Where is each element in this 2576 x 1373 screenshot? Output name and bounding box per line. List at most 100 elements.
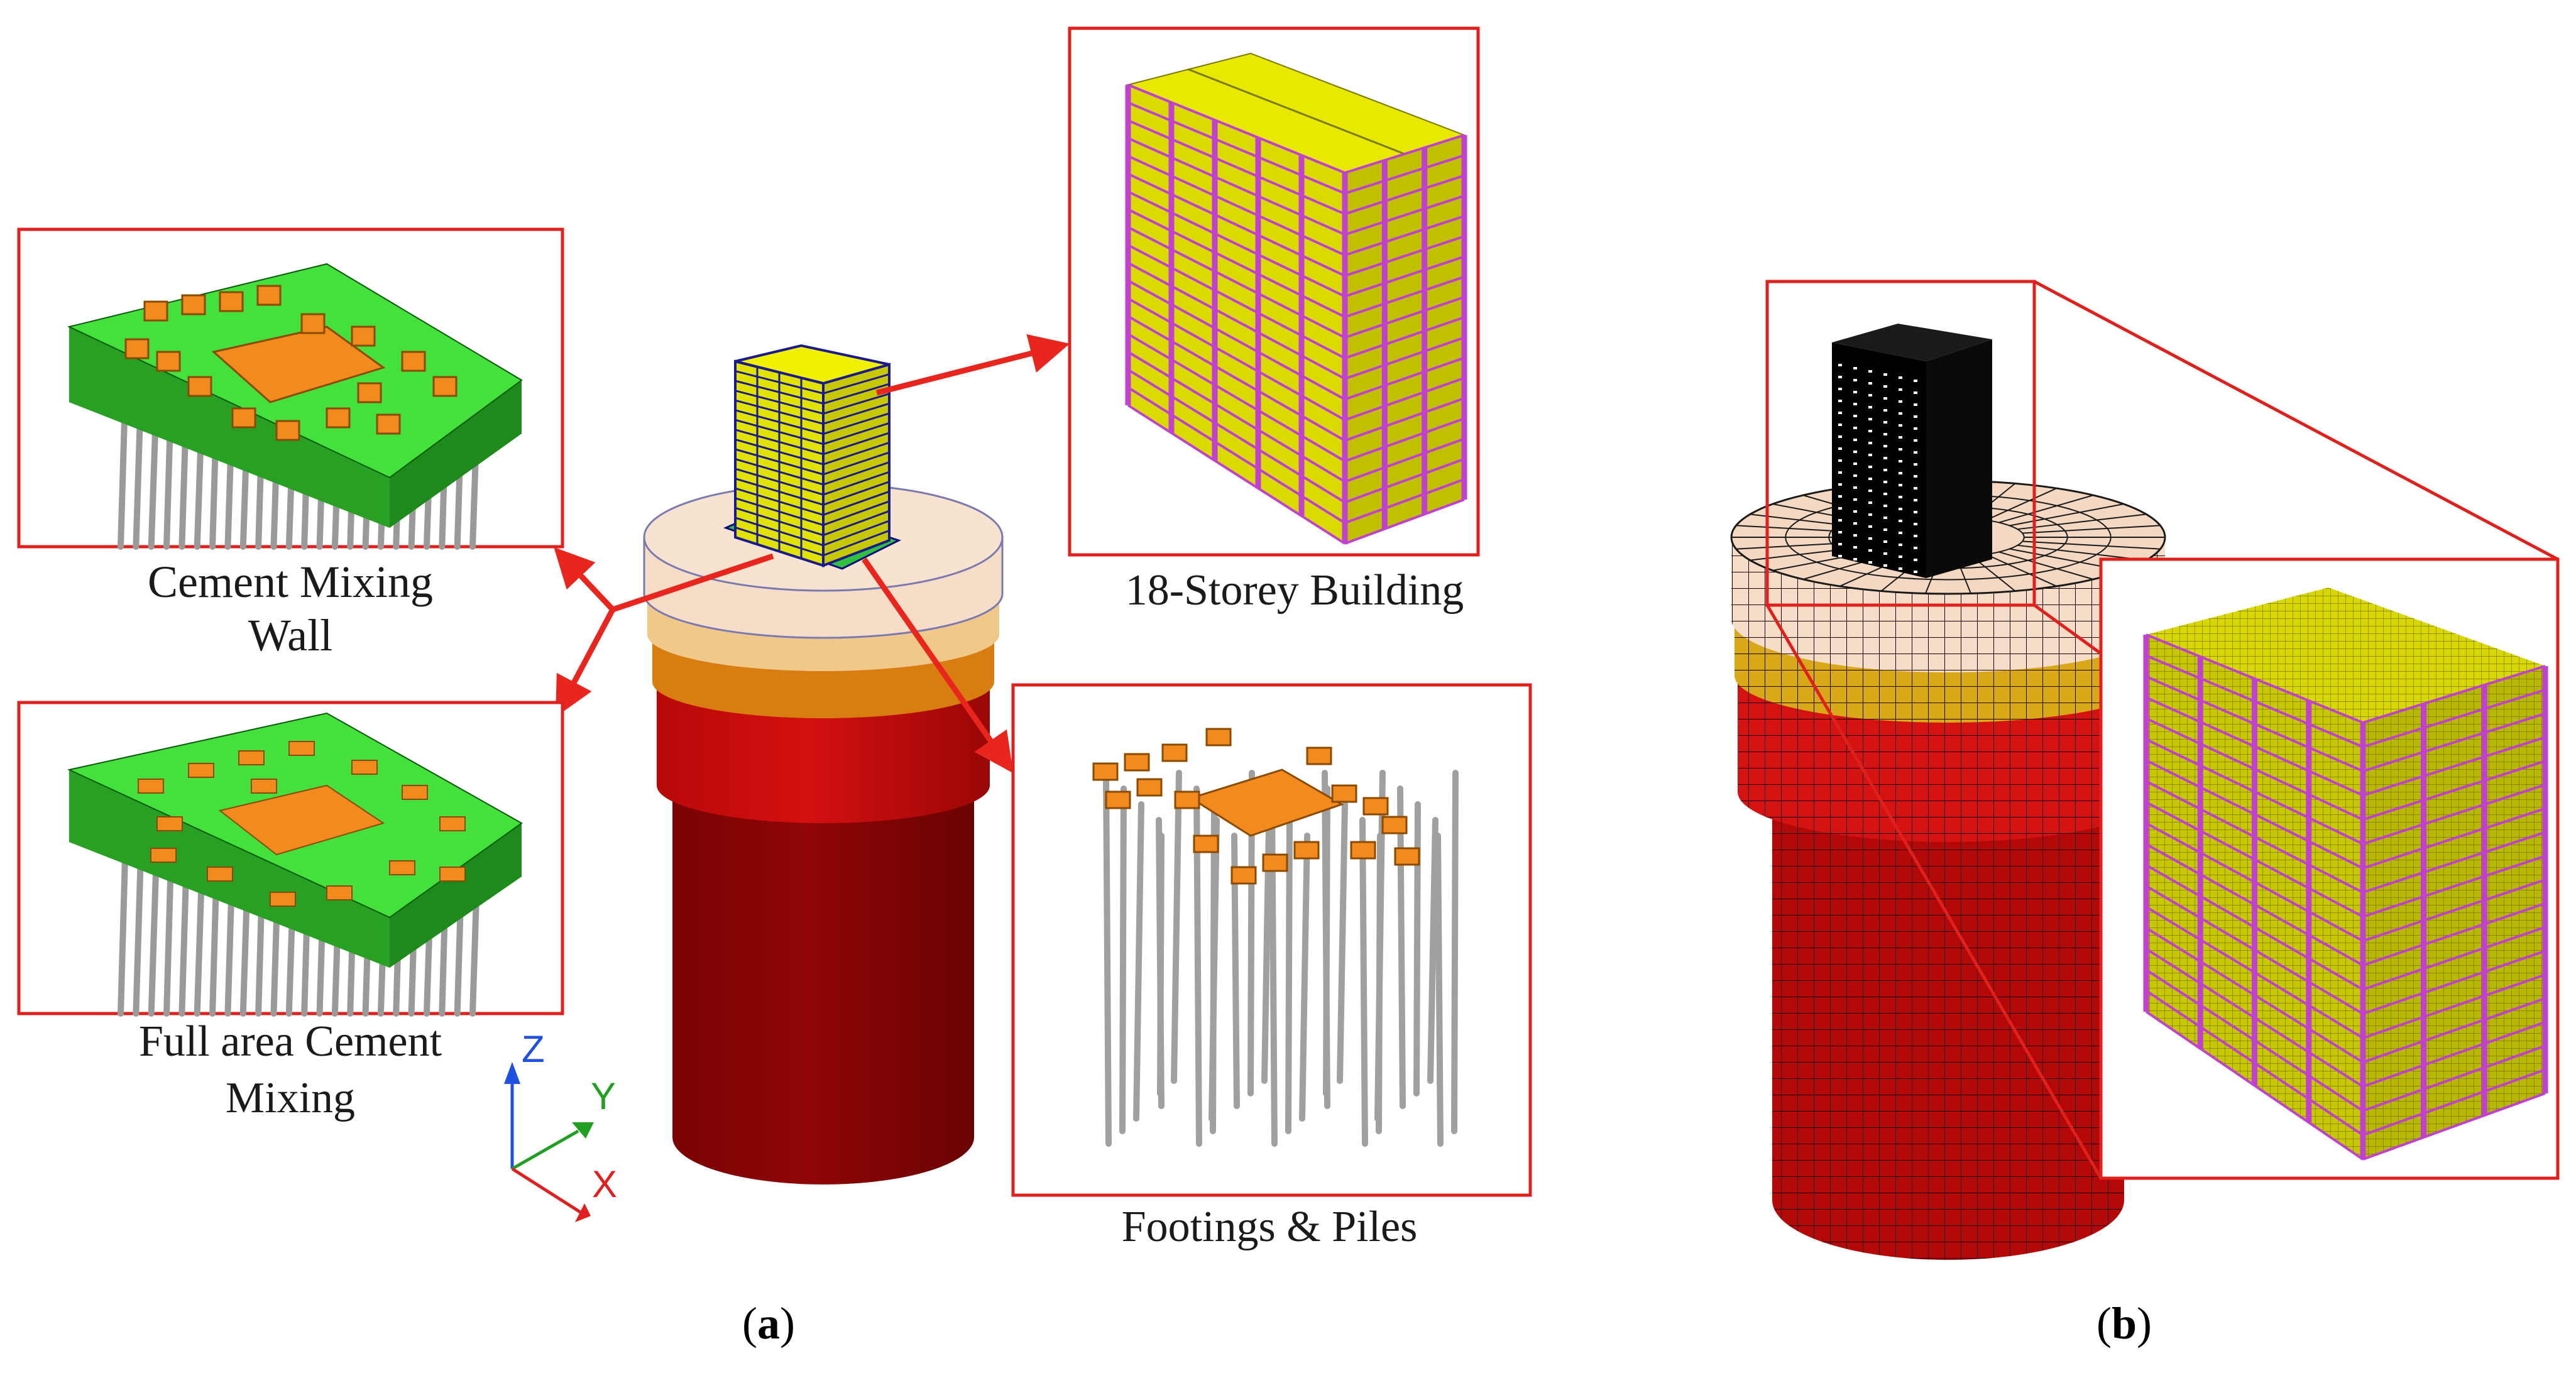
floor-slab-edge [1344, 478, 1465, 525]
mesh-spoke [1985, 554, 2057, 587]
mesh-node [1914, 463, 1917, 466]
floor-line [823, 412, 890, 435]
mesh-node [1838, 507, 1842, 510]
mesh-node [1868, 513, 1872, 516]
mesh-node [1868, 549, 1872, 552]
mesh-node [1914, 487, 1917, 490]
meshed-building-b [1832, 324, 1992, 578]
mesh-node [1899, 532, 1902, 534]
floor-line [823, 393, 890, 415]
floor-line [823, 422, 890, 446]
footing-block [1331, 784, 1357, 803]
floor-line [823, 432, 890, 456]
floor-slab-edge [1127, 226, 1346, 339]
footing-block [156, 351, 181, 372]
floor-slab-edge [1127, 137, 1346, 236]
mesh-node [1838, 388, 1842, 390]
floor-slab-edge [2362, 807, 2546, 870]
pile [1157, 833, 1165, 1097]
mesh-node [1883, 397, 1887, 400]
mesh-node [1914, 475, 1917, 478]
floor-line [823, 490, 890, 516]
footing-block [1381, 816, 1408, 834]
mesh-node [1914, 523, 1917, 525]
floor-slab-edge [1344, 356, 1465, 401]
callout-arrows [554, 334, 1070, 774]
mesh-node [1838, 400, 1842, 402]
mesh-node [1838, 471, 1842, 474]
footing-block [401, 351, 426, 372]
mesh-node [1853, 391, 1857, 393]
mesh-node [1868, 454, 1872, 456]
mesh-node [1914, 547, 1917, 549]
floor-slab-edge [1127, 332, 1346, 462]
footing-pad [238, 750, 265, 765]
mesh-node [1853, 510, 1857, 513]
floor-line [823, 383, 890, 405]
floor-slab-edge [2362, 878, 2546, 943]
floor-slab-edge [1127, 368, 1346, 504]
mesh-node [1883, 385, 1887, 388]
mesh-node [1883, 445, 1887, 447]
mesh-node [1838, 459, 1842, 462]
mesh-node [1868, 466, 1872, 468]
pile [1285, 817, 1293, 1134]
mesh-node [1883, 421, 1887, 424]
mesh-node [1838, 555, 1842, 557]
footing-block [143, 300, 168, 322]
floor-slab-edge [1344, 235, 1465, 277]
mesh-node [1914, 391, 1917, 394]
floor-slab-edge [1344, 154, 1465, 195]
arrow-to-footings [862, 557, 1014, 774]
floor-slab-edge [1127, 404, 1346, 545]
callout-full-area-cement-mixing [17, 701, 564, 1017]
mesh-node [1883, 528, 1887, 531]
floor-line [823, 530, 890, 557]
mesh-node [1883, 517, 1887, 519]
mesh-node [1853, 451, 1857, 453]
zoom-source-box [1765, 280, 2036, 607]
footing-pad [288, 741, 315, 756]
mesh-node [1838, 435, 1842, 438]
mesh-node [1899, 448, 1902, 451]
mesh-spoke [2022, 540, 2161, 550]
footing-block [1293, 841, 1320, 860]
floor-slab-edge [1344, 437, 1465, 483]
mesh-node [1899, 567, 1902, 570]
pile [1337, 801, 1348, 1084]
floor-slab-edge [1344, 174, 1465, 216]
mesh-node [1838, 412, 1842, 414]
floor-slab-edge [2362, 783, 2546, 845]
mesh-spoke [2009, 503, 2124, 527]
floor-slab-edge [2362, 997, 2546, 1064]
mesh-spoke [1985, 488, 2057, 521]
pile [1427, 817, 1439, 1084]
footing-pad [251, 779, 277, 794]
footing-pad [439, 816, 466, 831]
floor-slab-edge [1344, 255, 1465, 298]
footing-block [1161, 743, 1188, 762]
axis-z-label: Z [522, 1028, 545, 1070]
mesh-node [1899, 544, 1902, 546]
arrow-to-cement-wall [554, 547, 615, 612]
footing-block [256, 285, 282, 306]
mesh-node [1899, 555, 1902, 558]
mesh-node [1899, 508, 1902, 510]
footing-block [1193, 834, 1219, 853]
pile [1299, 833, 1310, 1122]
mesh-node [1838, 424, 1842, 426]
floor-slab-edge [1127, 208, 1346, 319]
footing-block [432, 376, 458, 397]
floor-slab-edge [1344, 417, 1465, 462]
floor-line [823, 471, 890, 496]
floor-slab-edge [2362, 902, 2546, 967]
floor-line [823, 451, 890, 476]
mesh-node [1883, 564, 1887, 567]
mesh-node [1883, 552, 1887, 555]
floor-slab-edge [1127, 261, 1346, 380]
mesh-node [1883, 481, 1887, 483]
mesh-node [1868, 382, 1872, 385]
mesh-node [1899, 400, 1902, 403]
floor-slab-edge [1127, 315, 1346, 442]
